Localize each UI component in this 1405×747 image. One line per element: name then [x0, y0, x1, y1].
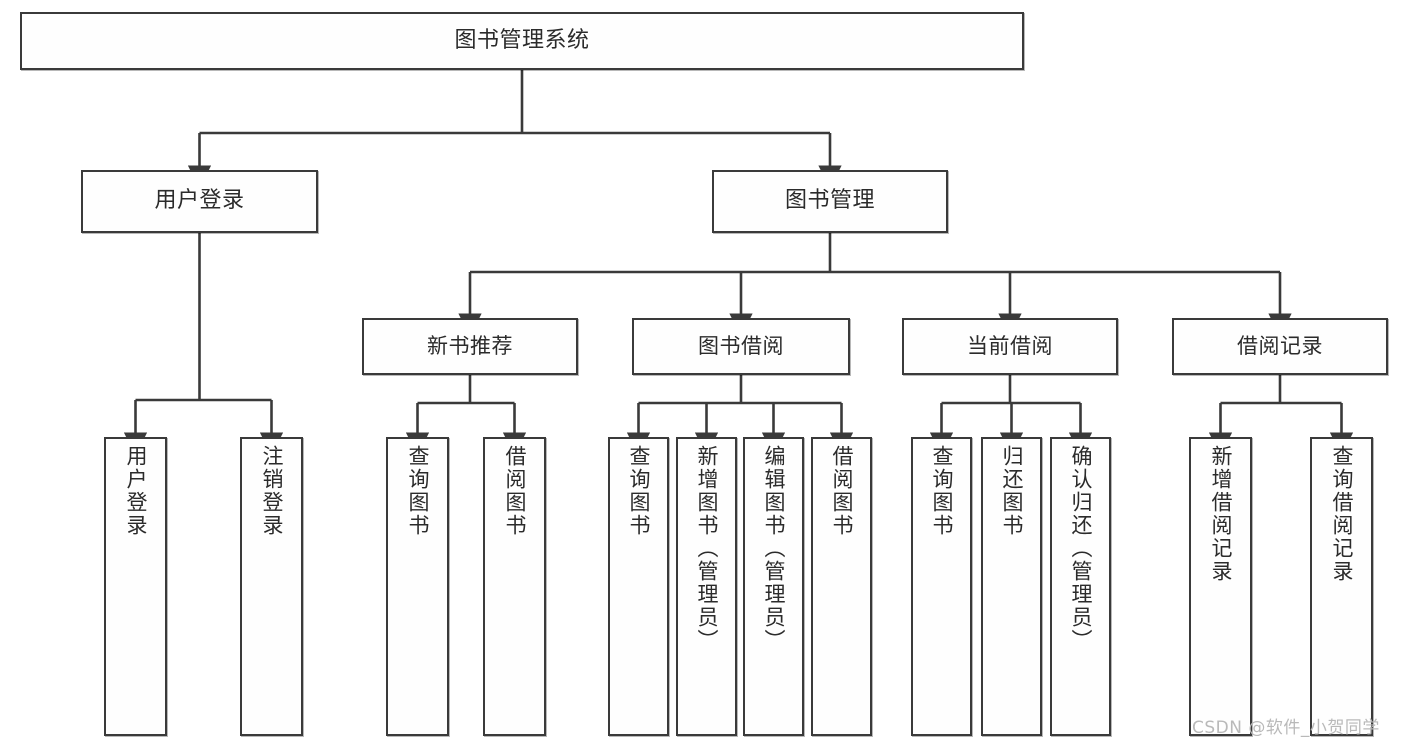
- node-login[interactable]: 用户登录: [81, 170, 318, 233]
- node-leaf-3[interactable]: 查询图书: [386, 437, 449, 736]
- node-leaf-8[interactable]: 借阅图书: [811, 437, 872, 736]
- node-label: 查询图书: [929, 445, 954, 537]
- node-leaf-5[interactable]: 查询图书: [608, 437, 669, 736]
- node-records[interactable]: 借阅记录: [1172, 318, 1388, 375]
- node-current[interactable]: 当前借阅: [902, 318, 1118, 375]
- node-leaf-1[interactable]: 用户登录: [104, 437, 167, 736]
- node-leaf-12[interactable]: 新增借阅记录: [1189, 437, 1252, 736]
- node-label: 借阅图书: [829, 445, 854, 537]
- node-label: 图书管理: [784, 188, 875, 214]
- node-label: 借阅记录: [1237, 334, 1323, 359]
- node-label: 确认归还（管理员）: [1068, 445, 1093, 652]
- node-label: 用户登录: [154, 188, 245, 214]
- node-leaf-13[interactable]: 查询借阅记录: [1310, 437, 1373, 736]
- node-leaf-2[interactable]: 注销登录: [240, 437, 303, 736]
- node-leaf-6[interactable]: 新增图书（管理员）: [676, 437, 737, 736]
- node-label: 当前借阅: [967, 334, 1053, 359]
- node-label: 用户登录: [123, 445, 148, 537]
- node-leaf-7[interactable]: 编辑图书（管理员）: [743, 437, 804, 736]
- edges: [123, 70, 1354, 456]
- node-label: 新增借阅记录: [1208, 445, 1233, 583]
- node-label: 归还图书: [999, 445, 1024, 537]
- node-label: 查询图书: [626, 445, 651, 537]
- node-label: 图书管理系统: [454, 27, 590, 53]
- node-label: 借阅图书: [502, 445, 527, 537]
- node-borrow[interactable]: 图书借阅: [632, 318, 850, 375]
- node-bookmgmt[interactable]: 图书管理: [712, 170, 948, 233]
- node-label: 新书推荐: [427, 334, 513, 359]
- node-label: 注销登录: [259, 445, 284, 537]
- node-label: 查询借阅记录: [1329, 445, 1354, 583]
- node-root[interactable]: 图书管理系统: [20, 12, 1024, 70]
- node-newbook[interactable]: 新书推荐: [362, 318, 578, 375]
- node-leaf-10[interactable]: 归还图书: [981, 437, 1042, 736]
- watermark-text: CSDN @软件_小贺同学: [1192, 718, 1380, 738]
- node-leaf-11[interactable]: 确认归还（管理员）: [1050, 437, 1111, 736]
- node-label: 新增图书（管理员）: [694, 445, 719, 652]
- node-leaf-4[interactable]: 借阅图书: [483, 437, 546, 736]
- node-label: 编辑图书（管理员）: [761, 445, 786, 652]
- node-leaf-9[interactable]: 查询图书: [911, 437, 972, 736]
- node-label: 图书借阅: [698, 334, 784, 359]
- node-label: 查询图书: [405, 445, 430, 537]
